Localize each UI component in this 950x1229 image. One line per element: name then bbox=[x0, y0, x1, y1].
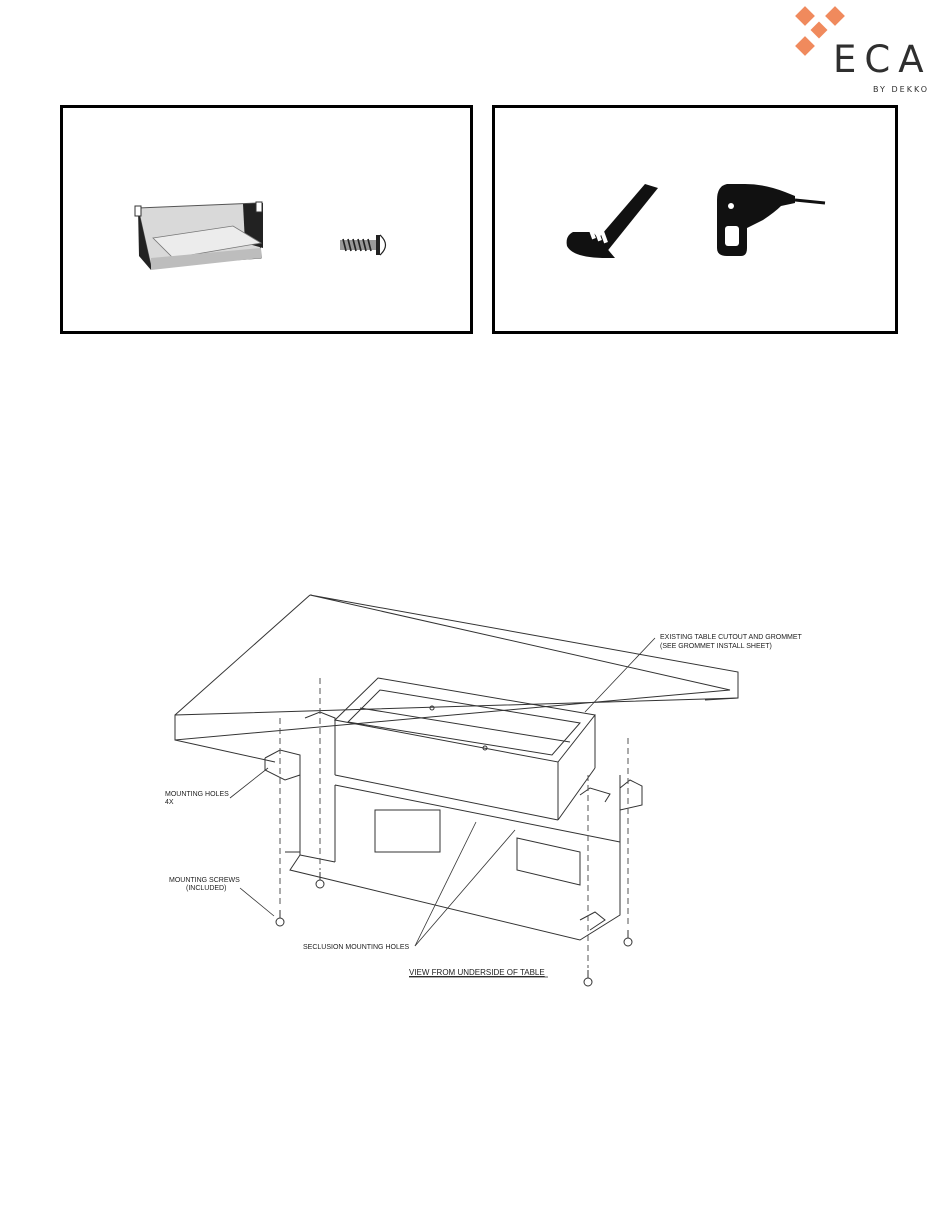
tools-panel bbox=[492, 105, 898, 334]
logo-wordmark: ECA bbox=[833, 41, 932, 78]
table-top bbox=[175, 595, 738, 762]
callout-cutout-line2: (SEE GROMMET INSTALL SHEET) bbox=[660, 643, 772, 650]
brand-logo: ECA BY DEKKO bbox=[790, 5, 940, 97]
drill-icon bbox=[717, 184, 825, 256]
diagram-caption: VIEW FROM UNDERSIDE OF TABLE bbox=[409, 968, 545, 977]
tools-illustration bbox=[495, 108, 895, 331]
parts-panel bbox=[60, 105, 473, 334]
parts-illustration bbox=[63, 108, 470, 331]
saw-icon bbox=[567, 184, 658, 258]
callout-holes-line1: MOUNTING HOLES bbox=[165, 791, 229, 798]
grommet-box bbox=[335, 678, 595, 820]
mounting-bracket bbox=[265, 712, 642, 940]
callout-seclusion: SECLUSION MOUNTING HOLES bbox=[303, 944, 410, 951]
alignment-lines bbox=[280, 678, 628, 968]
installation-diagram: EXISTING TABLE CUTOUT AND GROMMET (SEE G… bbox=[160, 590, 840, 1000]
screw-icon bbox=[340, 235, 386, 255]
bracket-icon bbox=[135, 202, 263, 270]
callout-screws-line1: MOUNTING SCREWS bbox=[169, 877, 240, 884]
logo-tagline: BY DEKKO bbox=[873, 85, 929, 94]
callout-holes-line2: 4X bbox=[165, 799, 174, 806]
callout-screws-line2: (INCLUDED) bbox=[186, 885, 226, 892]
callout-cutout-line1: EXISTING TABLE CUTOUT AND GROMMET bbox=[660, 634, 803, 641]
underside-view-drawing: EXISTING TABLE CUTOUT AND GROMMET (SEE G… bbox=[160, 590, 840, 1000]
leader-lines bbox=[230, 638, 655, 946]
